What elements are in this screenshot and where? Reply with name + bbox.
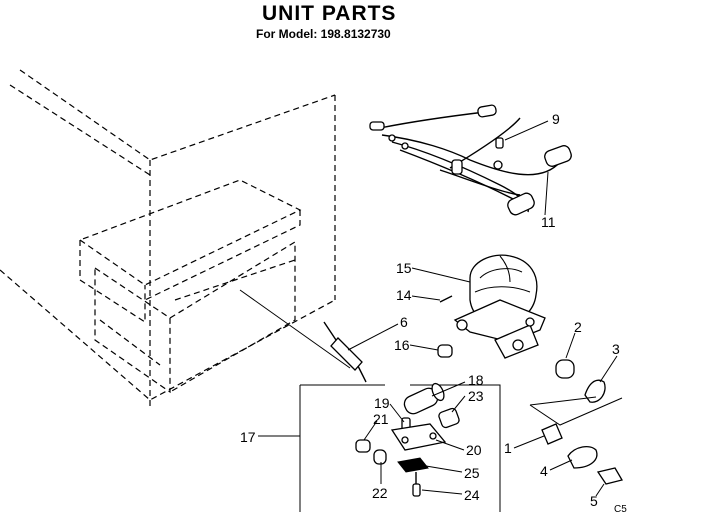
callout-9: 9 (552, 111, 560, 127)
callout-2: 2 (574, 319, 582, 335)
callout-15: 15 (396, 260, 412, 276)
callout-4: 4 (540, 463, 548, 479)
callout-6: 6 (400, 314, 408, 330)
electrical-kit-box (258, 382, 501, 512)
callout-23: 23 (468, 388, 484, 404)
callout-19: 19 (374, 395, 390, 411)
callout-22: 22 (372, 485, 388, 501)
callout-24: 24 (464, 487, 480, 503)
page-title: UNIT PARTS (262, 2, 397, 25)
callout-1: 1 (504, 440, 512, 456)
leader-lines (347, 120, 618, 497)
compressor (437, 254, 546, 359)
drier (239, 289, 367, 383)
callout-14: 14 (396, 287, 412, 303)
callout-25: 25 (464, 465, 480, 481)
callout-18: 18 (468, 372, 484, 388)
callout-5: 5 (590, 493, 598, 509)
callout-11: 11 (541, 214, 556, 230)
wiring-harness (369, 104, 572, 216)
callout-16: 16 (394, 337, 410, 353)
callout-labels: 9 11 15 14 6 16 18 23 19 21 17 20 25 22 … (240, 111, 627, 515)
overload-parts (529, 359, 623, 485)
cabinet-outline (0, 69, 336, 410)
callout-3: 3 (612, 341, 620, 357)
callout-17: 17 (240, 429, 256, 445)
model-number: For Model: 198.8132730 (256, 27, 391, 41)
callout-20: 20 (466, 442, 482, 458)
callout-21: 21 (373, 411, 389, 427)
corner-code: C5 (614, 504, 627, 515)
